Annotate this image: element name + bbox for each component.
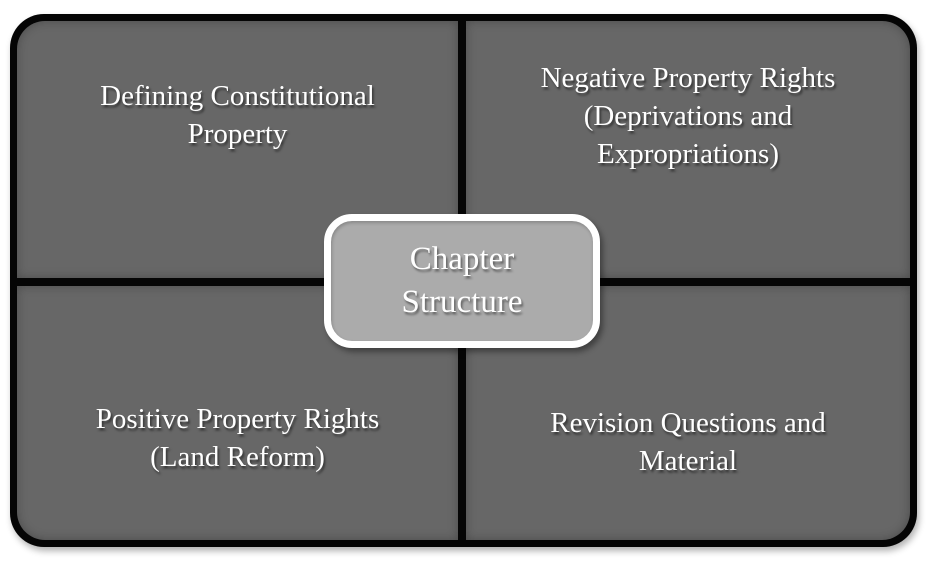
panel-text-line: Defining Constitutional <box>100 80 375 112</box>
panel-text-line: (Deprivations and <box>583 100 793 132</box>
panel-text-line: Negative Property Rights <box>540 62 836 94</box>
panel-text-line: (Land Reform) <box>150 441 325 473</box>
panel-label: Positive Property Rights (Land Reform) <box>17 400 458 476</box>
panel-text-line: Material <box>638 445 738 477</box>
panel-label: Revision Questions and Material <box>466 404 910 480</box>
panel-text-line: Expropriations) <box>596 138 779 170</box>
panel-text-line: Positive Property Rights <box>95 403 380 435</box>
panel-label: Negative Property Rights (Deprivations a… <box>466 59 910 173</box>
center-title-line: Chapter <box>409 241 515 277</box>
panel-text-line: Revision Questions and <box>550 407 826 439</box>
center-title-line: Structure <box>401 284 523 320</box>
panel-text-line: Property <box>187 118 288 150</box>
panel-label: Defining Constitutional Property <box>17 77 458 153</box>
center-title-box: Chapter Structure <box>324 214 600 348</box>
